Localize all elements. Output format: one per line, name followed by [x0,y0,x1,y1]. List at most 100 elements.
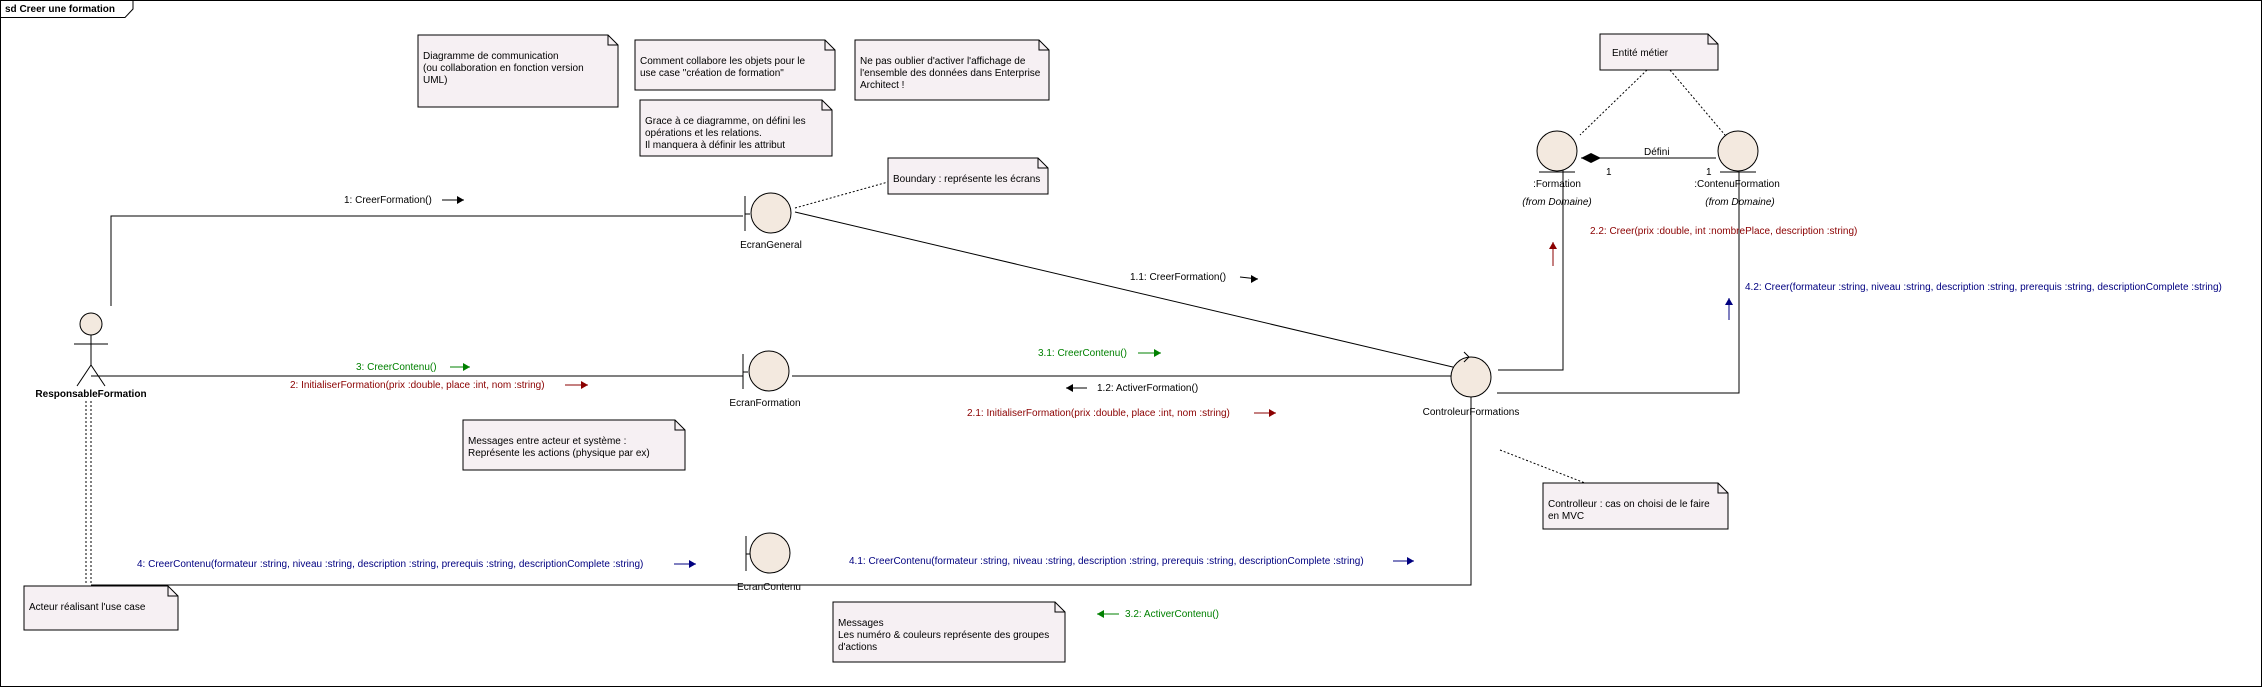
link-controleur-contenuformation[interactable] [1497,172,1740,394]
message-label: 1.1: CreerFormation() [1130,272,1226,283]
links [91,157,1740,586]
message-m42[interactable]: 4.2: Creer(formateur :string, niveau :st… [1725,282,2222,320]
object-controleur-formations[interactable]: ControleurFormations [1423,351,1520,418]
note-line: Entité métier [1612,48,1669,59]
note-boundary[interactable]: Boundary : représente les écrans [887,157,1049,195]
message-label: 4.2: Creer(formateur :string, niveau :st… [1745,282,2222,293]
link-ecrangeneral-controleur[interactable] [794,211,1458,369]
note-collabore[interactable]: Comment collabore les objets pour leuse … [634,39,836,91]
notes: Diagramme de communication(ou collaborat… [23,33,1729,663]
note-line: opérations et les relations. [645,128,762,139]
boundary-icon [744,192,792,234]
association-mult-left: 1 [1606,167,1612,178]
arrow-icon [442,196,464,204]
boundary-icon [742,350,790,392]
message-m3[interactable]: 3: CreerContenu() [356,362,470,373]
note-controlleur[interactable]: Controlleur : cas on choisi de le fairee… [1542,482,1729,530]
arrow-icon [1138,349,1161,357]
link-controleur-formation[interactable] [1498,170,1564,371]
message-m1[interactable]: 1: CreerFormation() [344,195,464,206]
arrow-icon [1254,409,1276,417]
note-line: Ne pas oublier d'activer l'affichage de [860,56,1026,67]
arrow-icon [1066,384,1087,392]
message-label: 1.2: ActiverFormation() [1097,383,1198,394]
note-line: d'actions [838,642,877,653]
association-label: Défini [1644,147,1670,158]
object-name: :ContenuFormation [1694,179,1780,190]
object-name: :Formation [1533,179,1581,190]
frame-title: sd Creer une formation [5,4,115,15]
note-line: Architect ! [860,80,904,91]
arrow-icon [1549,242,1557,266]
message-m22[interactable]: 2.2: Creer(prix :double, int :nombrePlac… [1549,226,1857,266]
arrow-icon [1725,298,1733,320]
object-name: EcranFormation [729,398,800,409]
note-grace[interactable]: Grace à ce diagramme, on défini lesopéra… [639,99,833,157]
note-line: UML) [423,75,447,86]
arrow-icon [674,560,696,568]
message-m31[interactable]: 3.1: CreerContenu() [1038,348,1161,359]
message-label: 2.1: InitialiserFormation(prix :double, … [967,408,1230,419]
message-m32[interactable]: 3.2: ActiverContenu() [1097,609,1219,620]
note-acteur[interactable]: Acteur réalisant l'use case [23,585,179,631]
message-label: 1: CreerFormation() [344,195,432,206]
association-mult-right: 1 [1706,167,1712,178]
object-name: ControleurFormations [1423,407,1520,418]
message-label: 4.1: CreerContenu(formateur :string, niv… [849,556,1364,567]
link-actor-ecrancontenu-controleur[interactable] [91,396,1472,586]
note-line: Messages [838,618,884,629]
note-line: Représente les actions (physique par ex) [468,448,650,459]
entity-icon [1717,130,1759,173]
message-label: 3: CreerContenu() [356,362,437,373]
actor-name: ResponsableFormation [35,389,146,400]
note-line: Grace à ce diagramme, on défini les [645,116,806,127]
messages: 1: CreerFormation() 1.1: CreerFormation()… [137,195,2222,620]
note-line: use case "création de formation" [640,68,784,79]
object-name: EcranContenu [737,582,801,593]
link-actor-ecrangeneral[interactable] [110,215,743,306]
note-line: (ou collaboration en fonction version [423,63,584,74]
object-package: (from Domaine) [1522,197,1591,208]
note-line: Messages entre acteur et système : [468,436,626,447]
note-diagramme[interactable]: Diagramme de communication(ou collaborat… [417,34,619,108]
arrow-icon [450,363,470,371]
note-messages-acteur[interactable]: Messages entre acteur et système :Représ… [462,419,686,471]
stick-figure-icon [74,312,108,387]
frame-title-tab [0,0,134,18]
object-ecran-contenu[interactable]: EcranContenu [737,532,801,593]
arrow-icon [565,381,588,389]
note-line: Boundary : représente les écrans [893,174,1040,185]
note-line: Comment collabore les objets pour le [640,56,806,67]
note-anchors [794,69,1726,484]
note-line: l'ensemble des données dans Enterprise [860,68,1041,79]
message-m41[interactable]: 4.1: CreerContenu(formateur :string, niv… [849,556,1414,567]
message-m2[interactable]: 2: InitialiserFormation(prix :double, pl… [290,380,588,391]
message-label: 2.2: Creer(prix :double, int :nombrePlac… [1590,226,1857,237]
object-contenu-formation[interactable]: :ContenuFormation (from Domaine) [1694,130,1780,208]
message-label: 2: InitialiserFormation(prix :double, pl… [290,380,545,391]
composition-diamond-icon [1581,153,1601,163]
message-m21[interactable]: 2.1: InitialiserFormation(prix :double, … [967,408,1276,419]
note-line: en MVC [1548,511,1584,522]
boundary-icon [745,532,791,574]
entity-icon [1536,130,1578,173]
message-m11[interactable]: 1.1: CreerFormation() [1130,272,1259,283]
arrow-icon [1097,610,1119,618]
object-ecran-formation[interactable]: EcranFormation [729,350,801,409]
note-line: Il manquera à définir les attribut [645,140,785,151]
message-m12[interactable]: 1.2: ActiverFormation() [1066,383,1198,394]
actor-responsable-formation[interactable]: ResponsableFormation [35,312,147,400]
message-label: 3.1: CreerContenu() [1038,348,1127,359]
note-entite[interactable]: Entité métier [1599,33,1719,71]
message-m4[interactable]: 4: CreerContenu(formateur :string, nivea… [137,559,696,570]
object-ecran-general[interactable]: EcranGeneral [740,192,802,251]
object-name: EcranGeneral [740,240,802,251]
arrow-icon [1239,275,1259,283]
note-enterprise[interactable]: Ne pas oublier d'activer l'affichage del… [854,39,1050,101]
note-line: Acteur réalisant l'use case [29,602,146,613]
object-formation[interactable]: :Formation (from Domaine) [1522,130,1592,208]
